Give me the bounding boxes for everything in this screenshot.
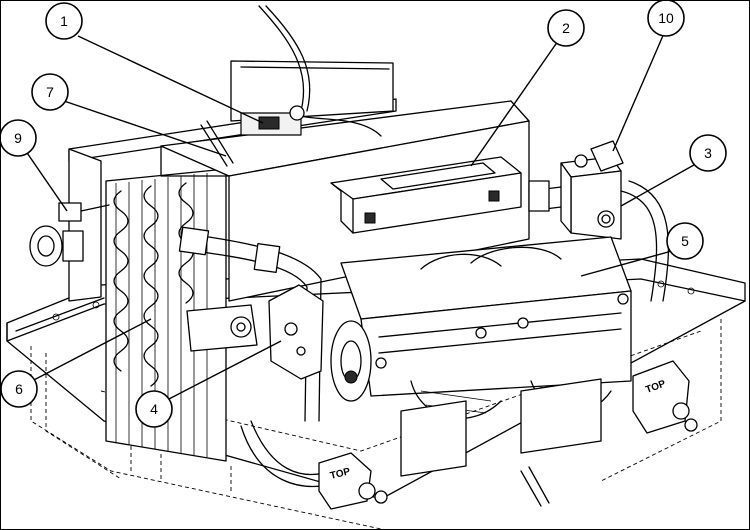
callout-1: 1 xyxy=(45,2,83,40)
callout-3: 3 xyxy=(689,134,727,172)
callout-circle xyxy=(547,9,585,47)
callout-7: 7 xyxy=(31,73,69,111)
callout-circle xyxy=(1,370,38,408)
callout-circle xyxy=(666,222,704,260)
drain-cap-left: TOP xyxy=(318,452,388,510)
expansion-valve xyxy=(528,140,670,302)
callout-2: 2 xyxy=(547,9,585,47)
callout-label-7: 7 xyxy=(46,84,54,100)
callout-circle xyxy=(689,134,727,172)
wire-harness xyxy=(240,5,382,137)
mounting-bracket xyxy=(186,284,324,380)
leader-lines xyxy=(22,30,702,401)
callout-label-6: 6 xyxy=(15,381,23,397)
control-module xyxy=(330,156,522,234)
callout-label-10: 10 xyxy=(658,10,674,26)
callout-label-5: 5 xyxy=(681,233,689,249)
callout-circle xyxy=(45,2,83,40)
callout-9: 9 xyxy=(1,119,37,157)
callout-label-2: 2 xyxy=(562,20,570,36)
callout-4: 4 xyxy=(135,390,173,428)
callout-5: 5 xyxy=(666,222,704,260)
callout-circle xyxy=(1,119,37,157)
callout-6: 6 xyxy=(1,370,38,408)
callout-circle xyxy=(31,73,69,111)
callout-10: 10 xyxy=(647,1,685,37)
sight-glass xyxy=(29,202,110,267)
callout-circle xyxy=(135,390,173,428)
callout-label-4: 4 xyxy=(150,401,158,417)
callout-label-3: 3 xyxy=(704,145,712,161)
callout-circle xyxy=(647,1,685,37)
blower-assembly xyxy=(330,236,632,507)
callout-label-1: 1 xyxy=(60,13,68,29)
drain-cap-right: TOP xyxy=(632,360,698,434)
callout-label-9: 9 xyxy=(14,130,22,146)
stamp-top-left: TOP xyxy=(329,466,352,482)
